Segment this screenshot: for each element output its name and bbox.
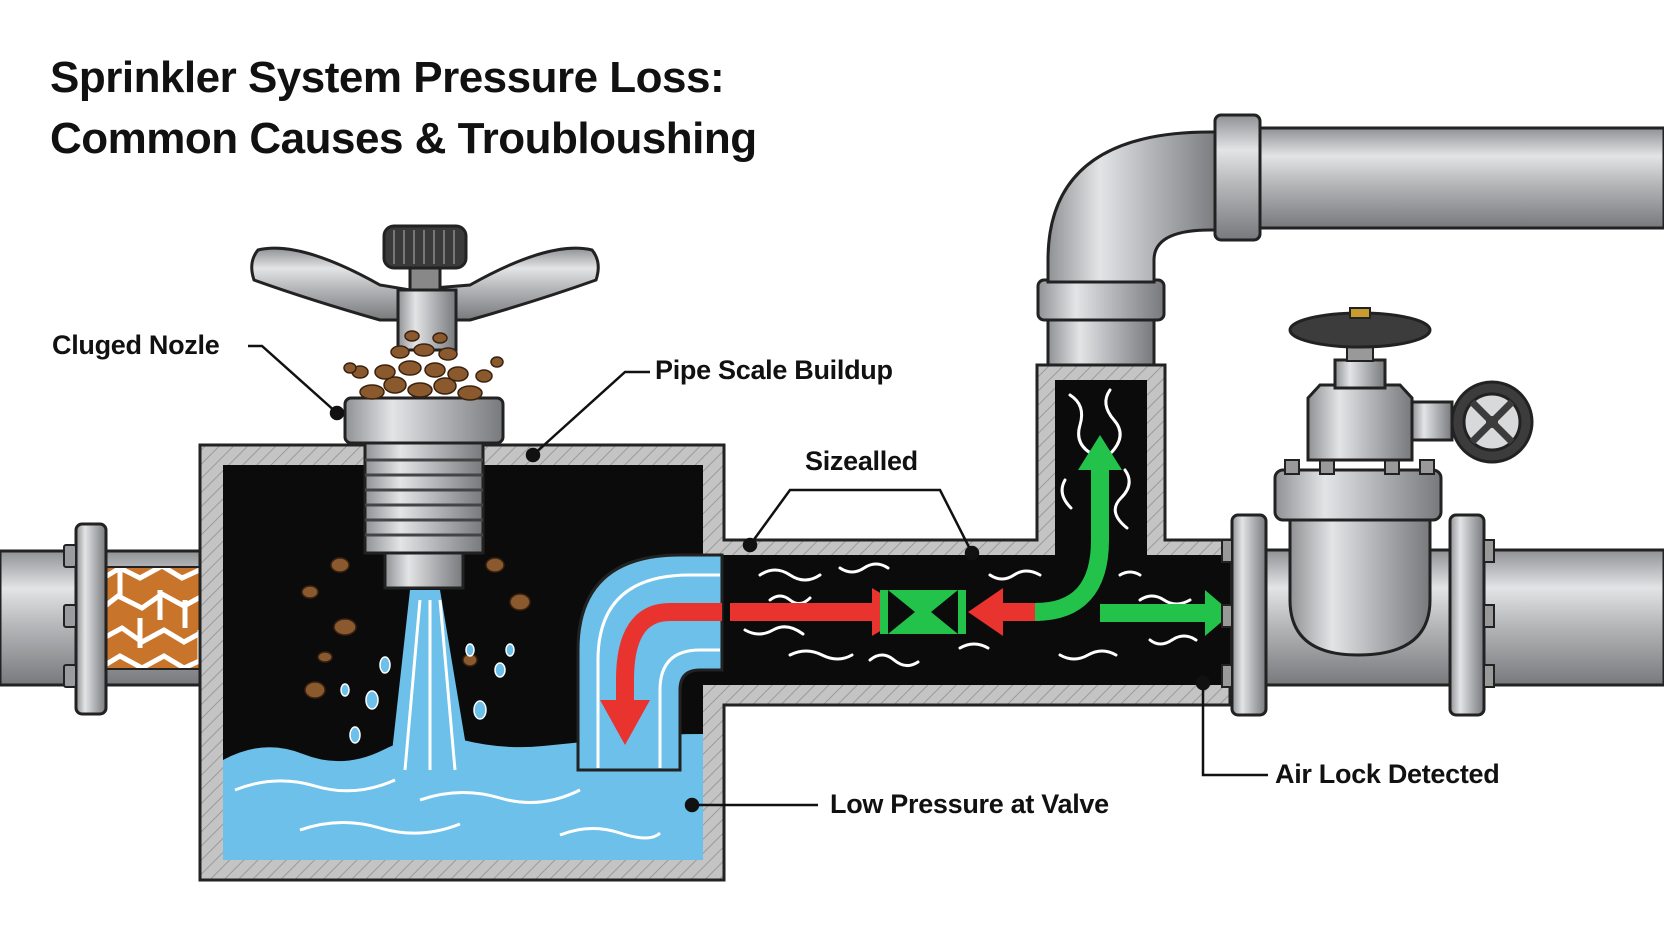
wing-handle: [250, 246, 600, 322]
upper-elbow-pipe: [1036, 113, 1664, 367]
vertical-coupling: [1036, 278, 1166, 322]
callout-low-pressure: Low Pressure at Valve: [830, 789, 1109, 819]
valve-flange-left: [1221, 513, 1268, 717]
diagram-title-line-1: Sprinkler System Pressure Loss:: [50, 53, 725, 102]
callout-air-lock: Air Lock Detected: [1275, 759, 1500, 789]
diagram-title-line-2: Common Causes & Troubloushing: [50, 114, 757, 163]
bonnet-flange: [1273, 468, 1443, 522]
callout-clogged-nozzle: Cluged Nozle: [52, 330, 220, 360]
leader-lines: [248, 344, 1268, 813]
left-flange: [63, 522, 108, 716]
right-outlet-pipe: [1221, 513, 1664, 717]
nozzle-debris: [343, 330, 504, 401]
turbulence-lines: [743, 388, 1198, 667]
top-handwheel: [1288, 307, 1432, 349]
red-flow-arrow-left: [968, 588, 1040, 636]
falling-debris: [301, 557, 531, 699]
green-flow-arrow-right: [1100, 590, 1232, 636]
left-inlet-pipe: [0, 522, 225, 716]
side-handwheel: [1450, 380, 1534, 464]
gate-valve: [1273, 307, 1534, 657]
green-flow-arrow-up: [1034, 435, 1122, 621]
valve-flange-right: [1448, 513, 1495, 717]
restriction-marker: [880, 590, 966, 634]
callout-sizealled: Sizealled: [805, 446, 918, 476]
threaded-body: [363, 441, 485, 555]
callout-pipe-scale: Pipe Scale Buildup: [655, 355, 893, 385]
horizontal-coupling: [1213, 113, 1262, 242]
water-spray: [340, 590, 515, 771]
red-flow-arrow-down: [600, 603, 722, 745]
